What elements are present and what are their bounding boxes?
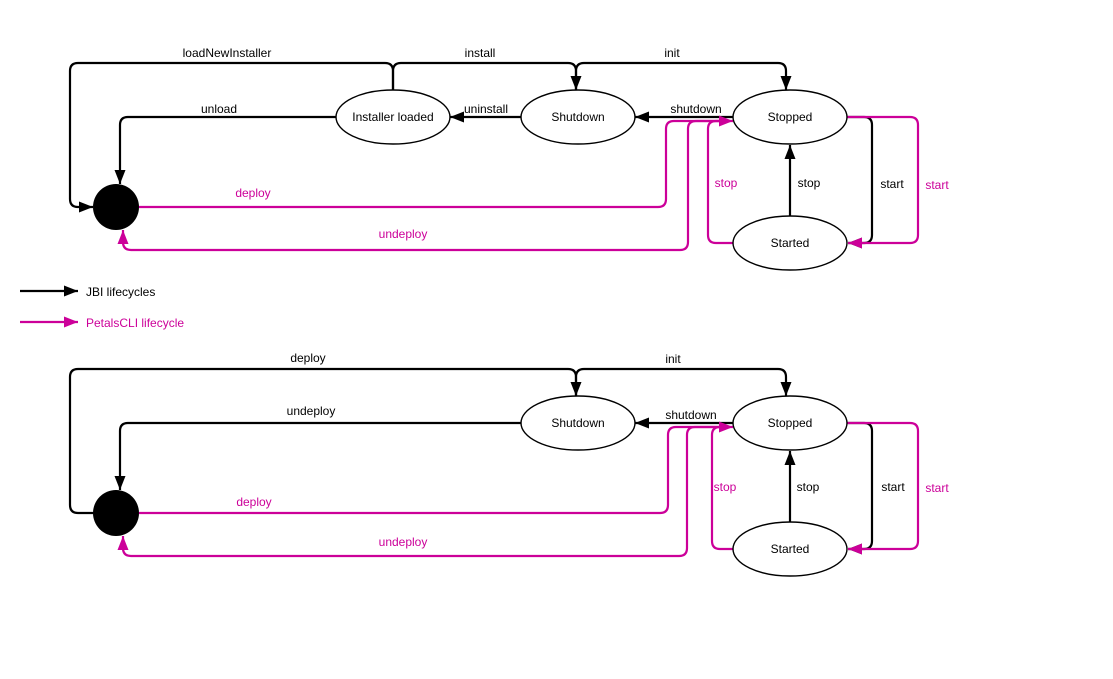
edge-start-jbi	[847, 421, 874, 555]
edge-undeploy-jbi	[114, 421, 521, 490]
state-started	[732, 215, 848, 271]
state-stopped	[732, 395, 848, 451]
state-label-shutdown: Shutdown	[551, 416, 604, 430]
state-label-started: Started	[771, 542, 810, 556]
edge-start-petals	[847, 421, 920, 555]
edge-label-install: install	[465, 46, 496, 60]
service-unit-lifecycle-diagram: Shutdown Stopped Started deploy undeploy…	[68, 351, 949, 577]
edge-label-shutdown: shutdown	[665, 408, 716, 422]
edge-label-start-jbi: start	[881, 480, 905, 494]
edge-label-undeploy-petals: undeploy	[379, 535, 428, 549]
state-shutdown	[520, 89, 636, 145]
edge-label-deploy-petals: deploy	[235, 186, 270, 200]
edge-label-stop-petals: stop	[714, 480, 737, 494]
state-started	[732, 521, 848, 577]
edge-label-deploy-petals: deploy	[236, 495, 271, 509]
edge-label-start-petals: start	[925, 178, 949, 192]
edge-label-start-petals: start	[925, 481, 949, 495]
edge-label-deploy-jbi: deploy	[290, 351, 325, 365]
edge-label-stop-jbi: stop	[798, 176, 821, 190]
legend: JBI lifecycles PetalsCLI lifecycle	[20, 285, 184, 330]
edge-label-init: init	[664, 46, 680, 60]
state-label-shutdown: Shutdown	[551, 110, 604, 124]
state-installer-loaded	[335, 89, 451, 145]
legend-jbi-label: JBI lifecycles	[86, 285, 155, 299]
state-label-stopped: Stopped	[768, 416, 813, 430]
edge-load-new-installer	[68, 61, 395, 213]
state-label-started: Started	[771, 236, 810, 250]
edge-label-start-jbi: start	[880, 177, 904, 191]
initial-state	[93, 184, 139, 230]
edge-deploy-petals	[139, 115, 733, 209]
edge-undeploy-petals	[117, 425, 725, 558]
edge-label-stop-petals: stop	[715, 176, 738, 190]
edge-init	[574, 367, 792, 396]
state-label-installer-loaded: Installer loaded	[352, 110, 433, 124]
edge-label-shutdown: shutdown	[670, 102, 721, 116]
edge-start-jbi	[847, 115, 874, 249]
component-lifecycle-diagram: Installer loaded Shutdown Stopped Starte…	[68, 46, 949, 271]
edge-install	[391, 61, 582, 90]
edge-init	[574, 61, 792, 90]
edge-label-uninstall: uninstall	[464, 102, 508, 116]
edge-label-load-new-installer: loadNewInstaller	[183, 46, 272, 60]
edge-start-petals	[847, 115, 920, 249]
edge-label-undeploy-petals: undeploy	[379, 227, 428, 241]
edge-deploy-jbi	[68, 367, 582, 515]
edge-label-init: init	[665, 352, 681, 366]
legend-petals-label: PetalsCLI lifecycle	[86, 316, 184, 330]
edge-label-unload: unload	[201, 102, 237, 116]
state-shutdown	[520, 395, 636, 451]
state-stopped	[732, 89, 848, 145]
edge-label-stop-jbi: stop	[797, 480, 820, 494]
edge-deploy-petals	[139, 421, 733, 515]
initial-state	[93, 490, 139, 536]
edge-label-undeploy-jbi: undeploy	[287, 404, 336, 418]
edge-undeploy-petals	[117, 119, 725, 252]
edge-unload	[114, 115, 336, 184]
state-label-stopped: Stopped	[768, 110, 813, 124]
